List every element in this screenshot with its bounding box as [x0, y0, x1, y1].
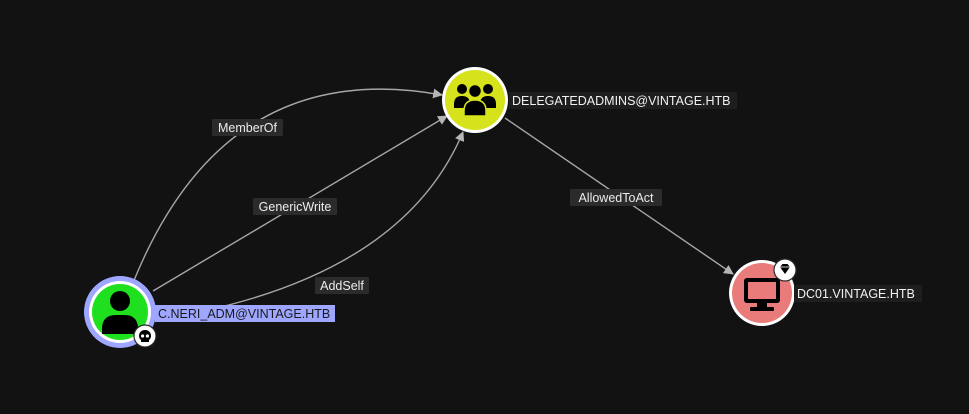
group-icon — [454, 83, 496, 117]
node-label-dc01: DC01.VINTAGE.HTB — [797, 287, 915, 301]
node-dc01[interactable]: DC01.VINTAGE.HTB — [729, 258, 922, 326]
gem-icon — [773, 258, 797, 282]
node-label-bg — [509, 92, 737, 109]
node-label-c-neri-adm: C.NERI_ADM@VINTAGE.HTB — [158, 307, 330, 321]
edge-label-member-of-text: MemberOf — [218, 121, 278, 135]
computer-icon — [744, 278, 780, 311]
edge-label-allowed-to-act-text: AllowedToAct — [578, 191, 654, 205]
edge-label-member-of[interactable]: MemberOf — [212, 119, 283, 136]
node-label-delegatedadmins: DELEGATEDADMINS@VINTAGE.HTB — [512, 94, 731, 108]
edge-label-generic-write[interactable]: GenericWrite — [253, 198, 337, 215]
node-label-bg — [794, 285, 922, 302]
node-c-neri-adm[interactable]: C.NERI_ADM@VINTAGE.HTB — [84, 276, 335, 348]
node-delegatedadmins[interactable]: DELEGATEDADMINS@VINTAGE.HTB — [442, 67, 737, 133]
edge-label-generic-write-text: GenericWrite — [259, 200, 332, 214]
edge-member-of[interactable] — [130, 88, 443, 289]
edge-add-self[interactable] — [154, 131, 465, 321]
skull-icon — [133, 324, 157, 348]
user-icon — [102, 291, 138, 334]
edge-label-add-self[interactable]: AddSelf — [315, 277, 369, 294]
edge-label-allowed-to-act[interactable]: AllowedToAct — [570, 189, 662, 206]
node-label-highlight — [155, 305, 335, 322]
edge-label-add-self-text: AddSelf — [320, 279, 364, 293]
